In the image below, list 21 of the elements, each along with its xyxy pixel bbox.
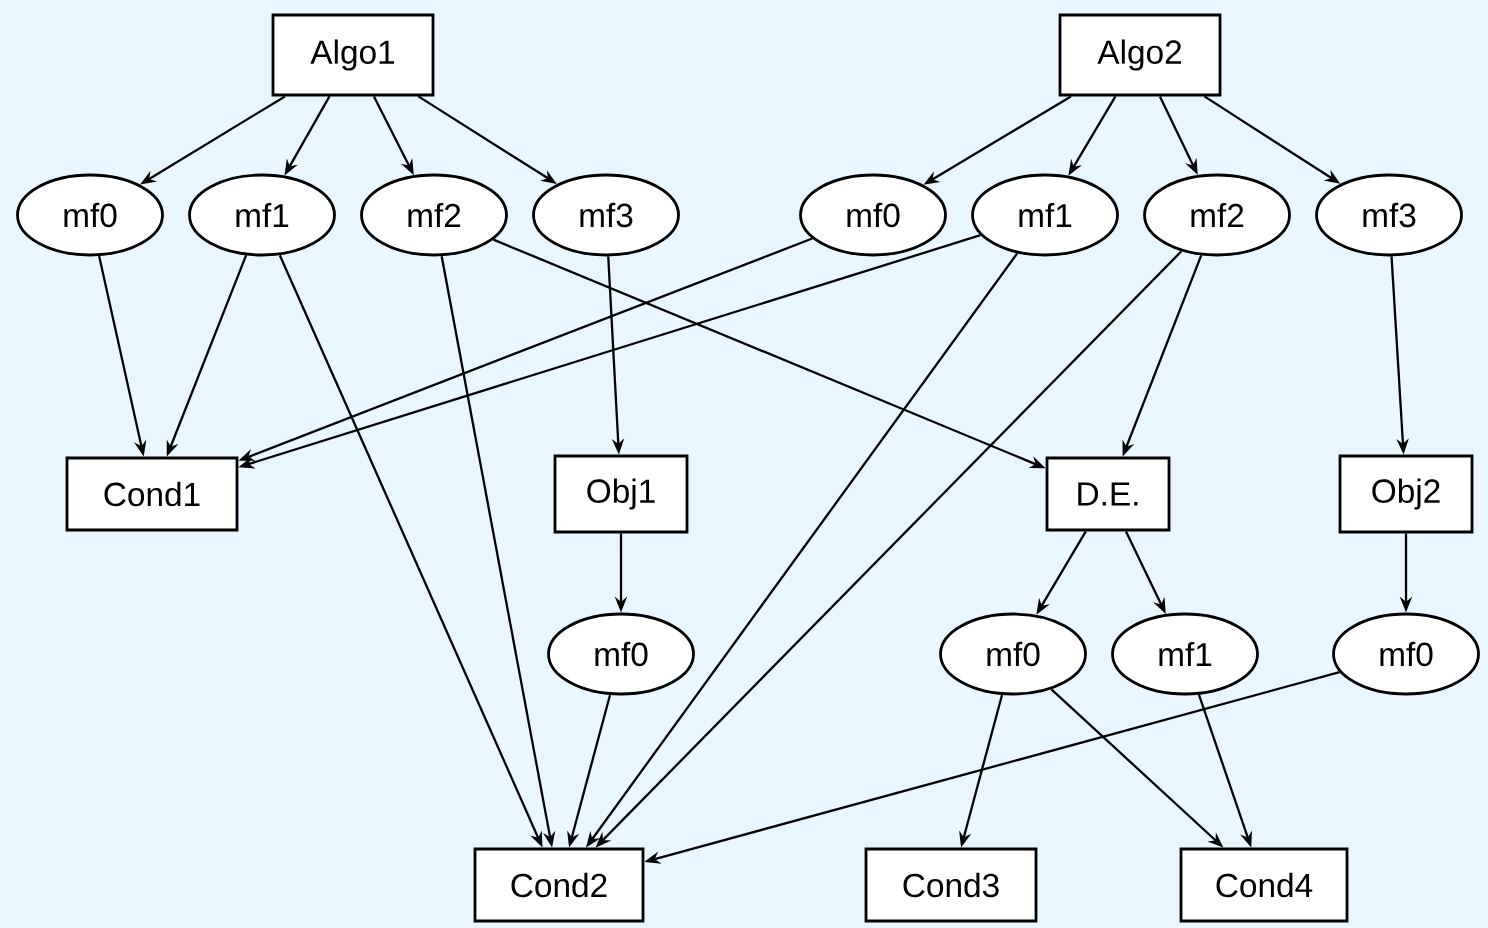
process-box: Obj2 — [1338, 454, 1474, 534]
process-box: Algo1 — [271, 13, 435, 97]
ellipse-node: mf0 — [799, 173, 947, 257]
process-box: D.E. — [1045, 456, 1171, 532]
ellipse-node: mf0 — [547, 612, 695, 696]
ellipse-node: mf0 — [1332, 612, 1480, 696]
ellipse-node: mf0 — [16, 173, 164, 257]
process-box: Obj1 — [553, 454, 689, 534]
ellipse-node: mf3 — [532, 173, 680, 257]
ellipse-node: mf2 — [1143, 173, 1291, 257]
process-box: Cond4 — [1179, 847, 1349, 923]
ellipse-node: mf1 — [1111, 612, 1259, 696]
process-box: Cond2 — [473, 847, 645, 923]
process-box: Cond3 — [864, 847, 1038, 923]
ellipse-node: mf2 — [360, 173, 508, 257]
process-box: Cond1 — [65, 456, 239, 532]
ellipse-node: mf0 — [939, 612, 1087, 696]
ellipse-node: mf1 — [188, 173, 336, 257]
ellipse-node: mf3 — [1315, 173, 1463, 257]
ellipse-node: mf1 — [971, 173, 1119, 257]
process-box: Algo2 — [1058, 13, 1222, 97]
